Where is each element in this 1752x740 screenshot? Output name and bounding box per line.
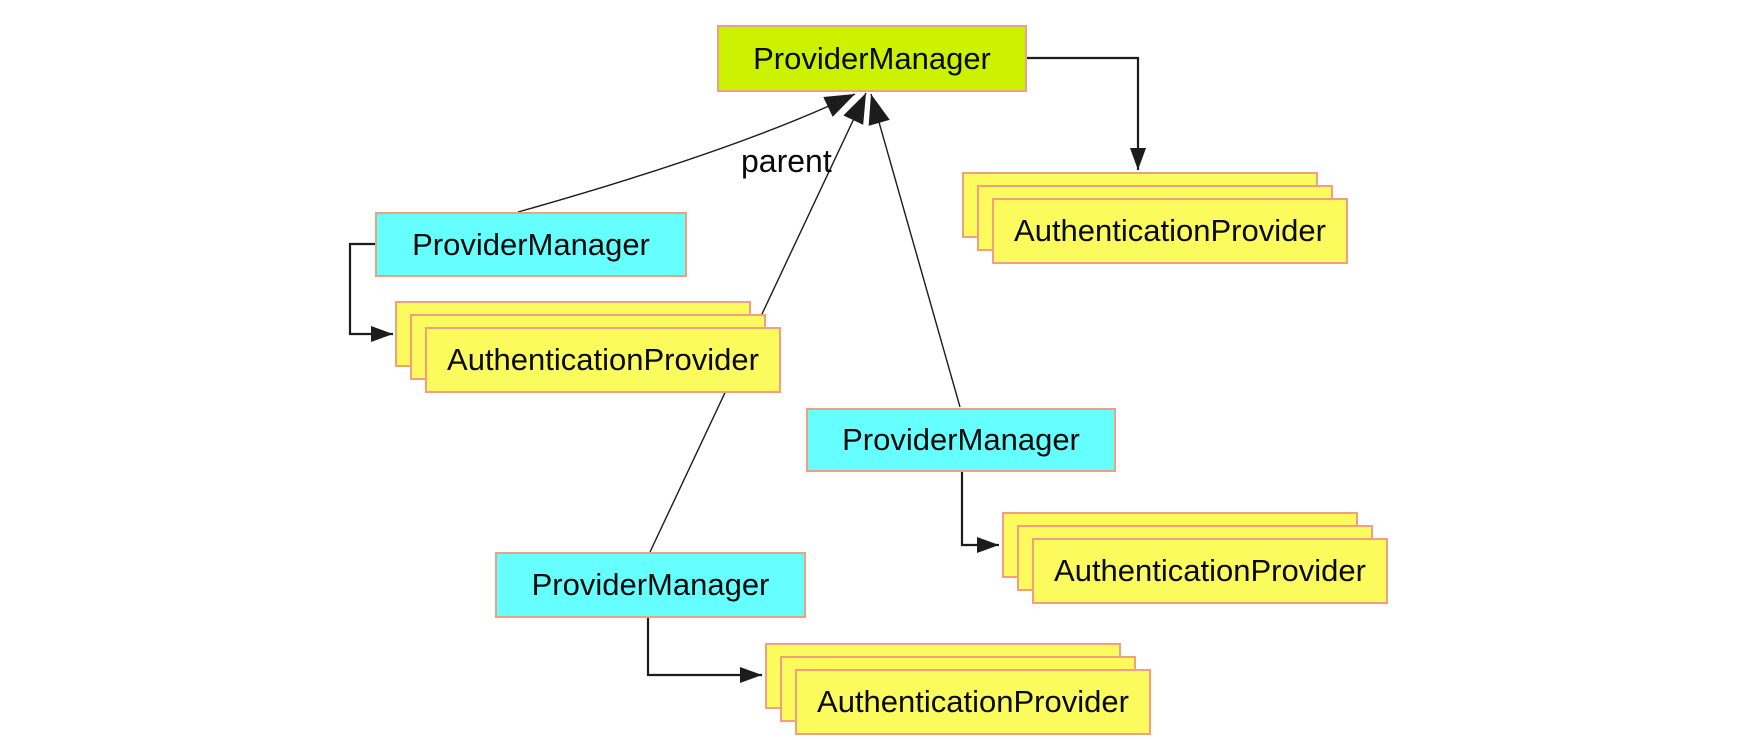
stack-card-front: AuthenticationProvider (1032, 538, 1388, 604)
node-label: AuthenticationProvider (447, 342, 759, 377)
edge-root-to-top-right-stack (1027, 56, 1146, 170)
stack-left-auth-providers: AuthenticationProvider (395, 301, 781, 393)
edge-left-manager-to-left-stack (348, 242, 393, 342)
edge-mid-manager-to-mid-stack (960, 471, 999, 553)
node-mid-provider-manager: ProviderManager (806, 408, 1116, 472)
node-label: AuthenticationProvider (1054, 553, 1366, 588)
node-label: ProviderManager (753, 40, 991, 76)
stack-bottom-auth-providers: AuthenticationProvider (765, 643, 1151, 735)
stack-card-front: AuthenticationProvider (795, 669, 1151, 735)
node-label: AuthenticationProvider (817, 684, 1129, 719)
node-root-provider-manager: ProviderManager (717, 25, 1027, 92)
node-label: ProviderManager (412, 226, 650, 262)
edge-parent-from-left-manager (517, 93, 856, 213)
stack-top-right-auth-providers: AuthenticationProvider (962, 172, 1348, 264)
node-label: AuthenticationProvider (1014, 213, 1326, 248)
stack-card-front: AuthenticationProvider (425, 327, 781, 393)
edge-label-parent: parent (741, 143, 832, 179)
stack-card-front: AuthenticationProvider (992, 198, 1348, 264)
node-label: ProviderManager (842, 422, 1080, 457)
node-label: ProviderManager (531, 567, 770, 602)
node-left-provider-manager: ProviderManager (375, 212, 687, 277)
stack-mid-right-auth-providers: AuthenticationProvider (1002, 512, 1388, 604)
node-bottom-provider-manager: ProviderManager (495, 552, 806, 618)
edge-parent-from-mid-manager (868, 93, 961, 408)
edge-bottom-manager-to-bottom-stack (646, 617, 762, 683)
